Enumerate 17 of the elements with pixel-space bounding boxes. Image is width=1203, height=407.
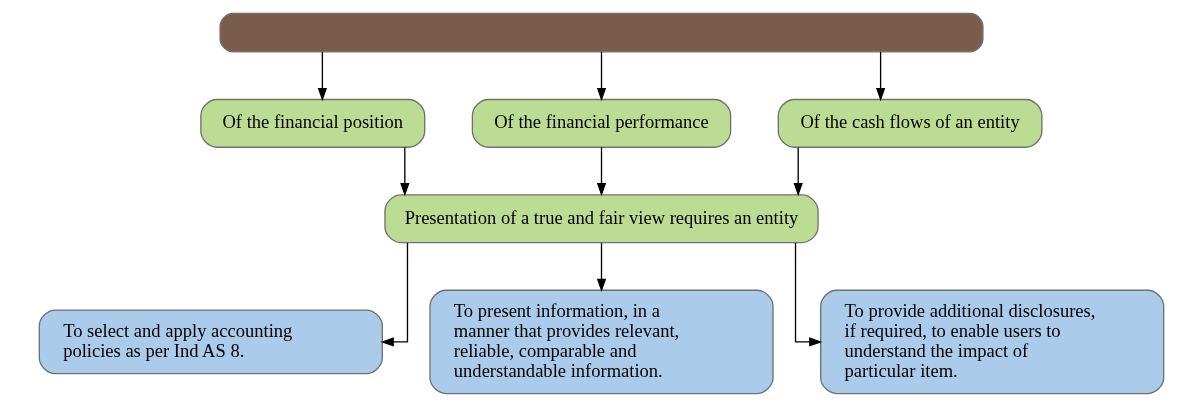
- node-box: Of the financial position: [200, 98, 426, 148]
- arrow: [380, 242, 409, 347]
- arrow: [596, 146, 607, 197]
- arrow: [596, 51, 607, 102]
- node-box: Of the cash flows of an entity: [777, 98, 1043, 148]
- node-box: Presentation of a true and fair view requires an entity: [384, 194, 819, 244]
- arrow: [876, 51, 886, 102]
- arrow: [794, 242, 823, 347]
- node-box: To select and apply accounting policies as per Ind AS 8.: [38, 309, 383, 375]
- arrow: [596, 242, 607, 293]
- node-box: Of the financial performance: [471, 98, 732, 148]
- node-box: To present information, in a manner that provides relevant, reliable, comparable and understandable information.: [429, 289, 774, 395]
- arrow: [793, 146, 803, 197]
- node-box: [219, 12, 984, 53]
- arrow: [400, 146, 410, 197]
- arrow: [317, 51, 327, 102]
- node-box: To provide additional disclosures, if required, to enable users to understand the impact of particular item.: [820, 289, 1165, 395]
